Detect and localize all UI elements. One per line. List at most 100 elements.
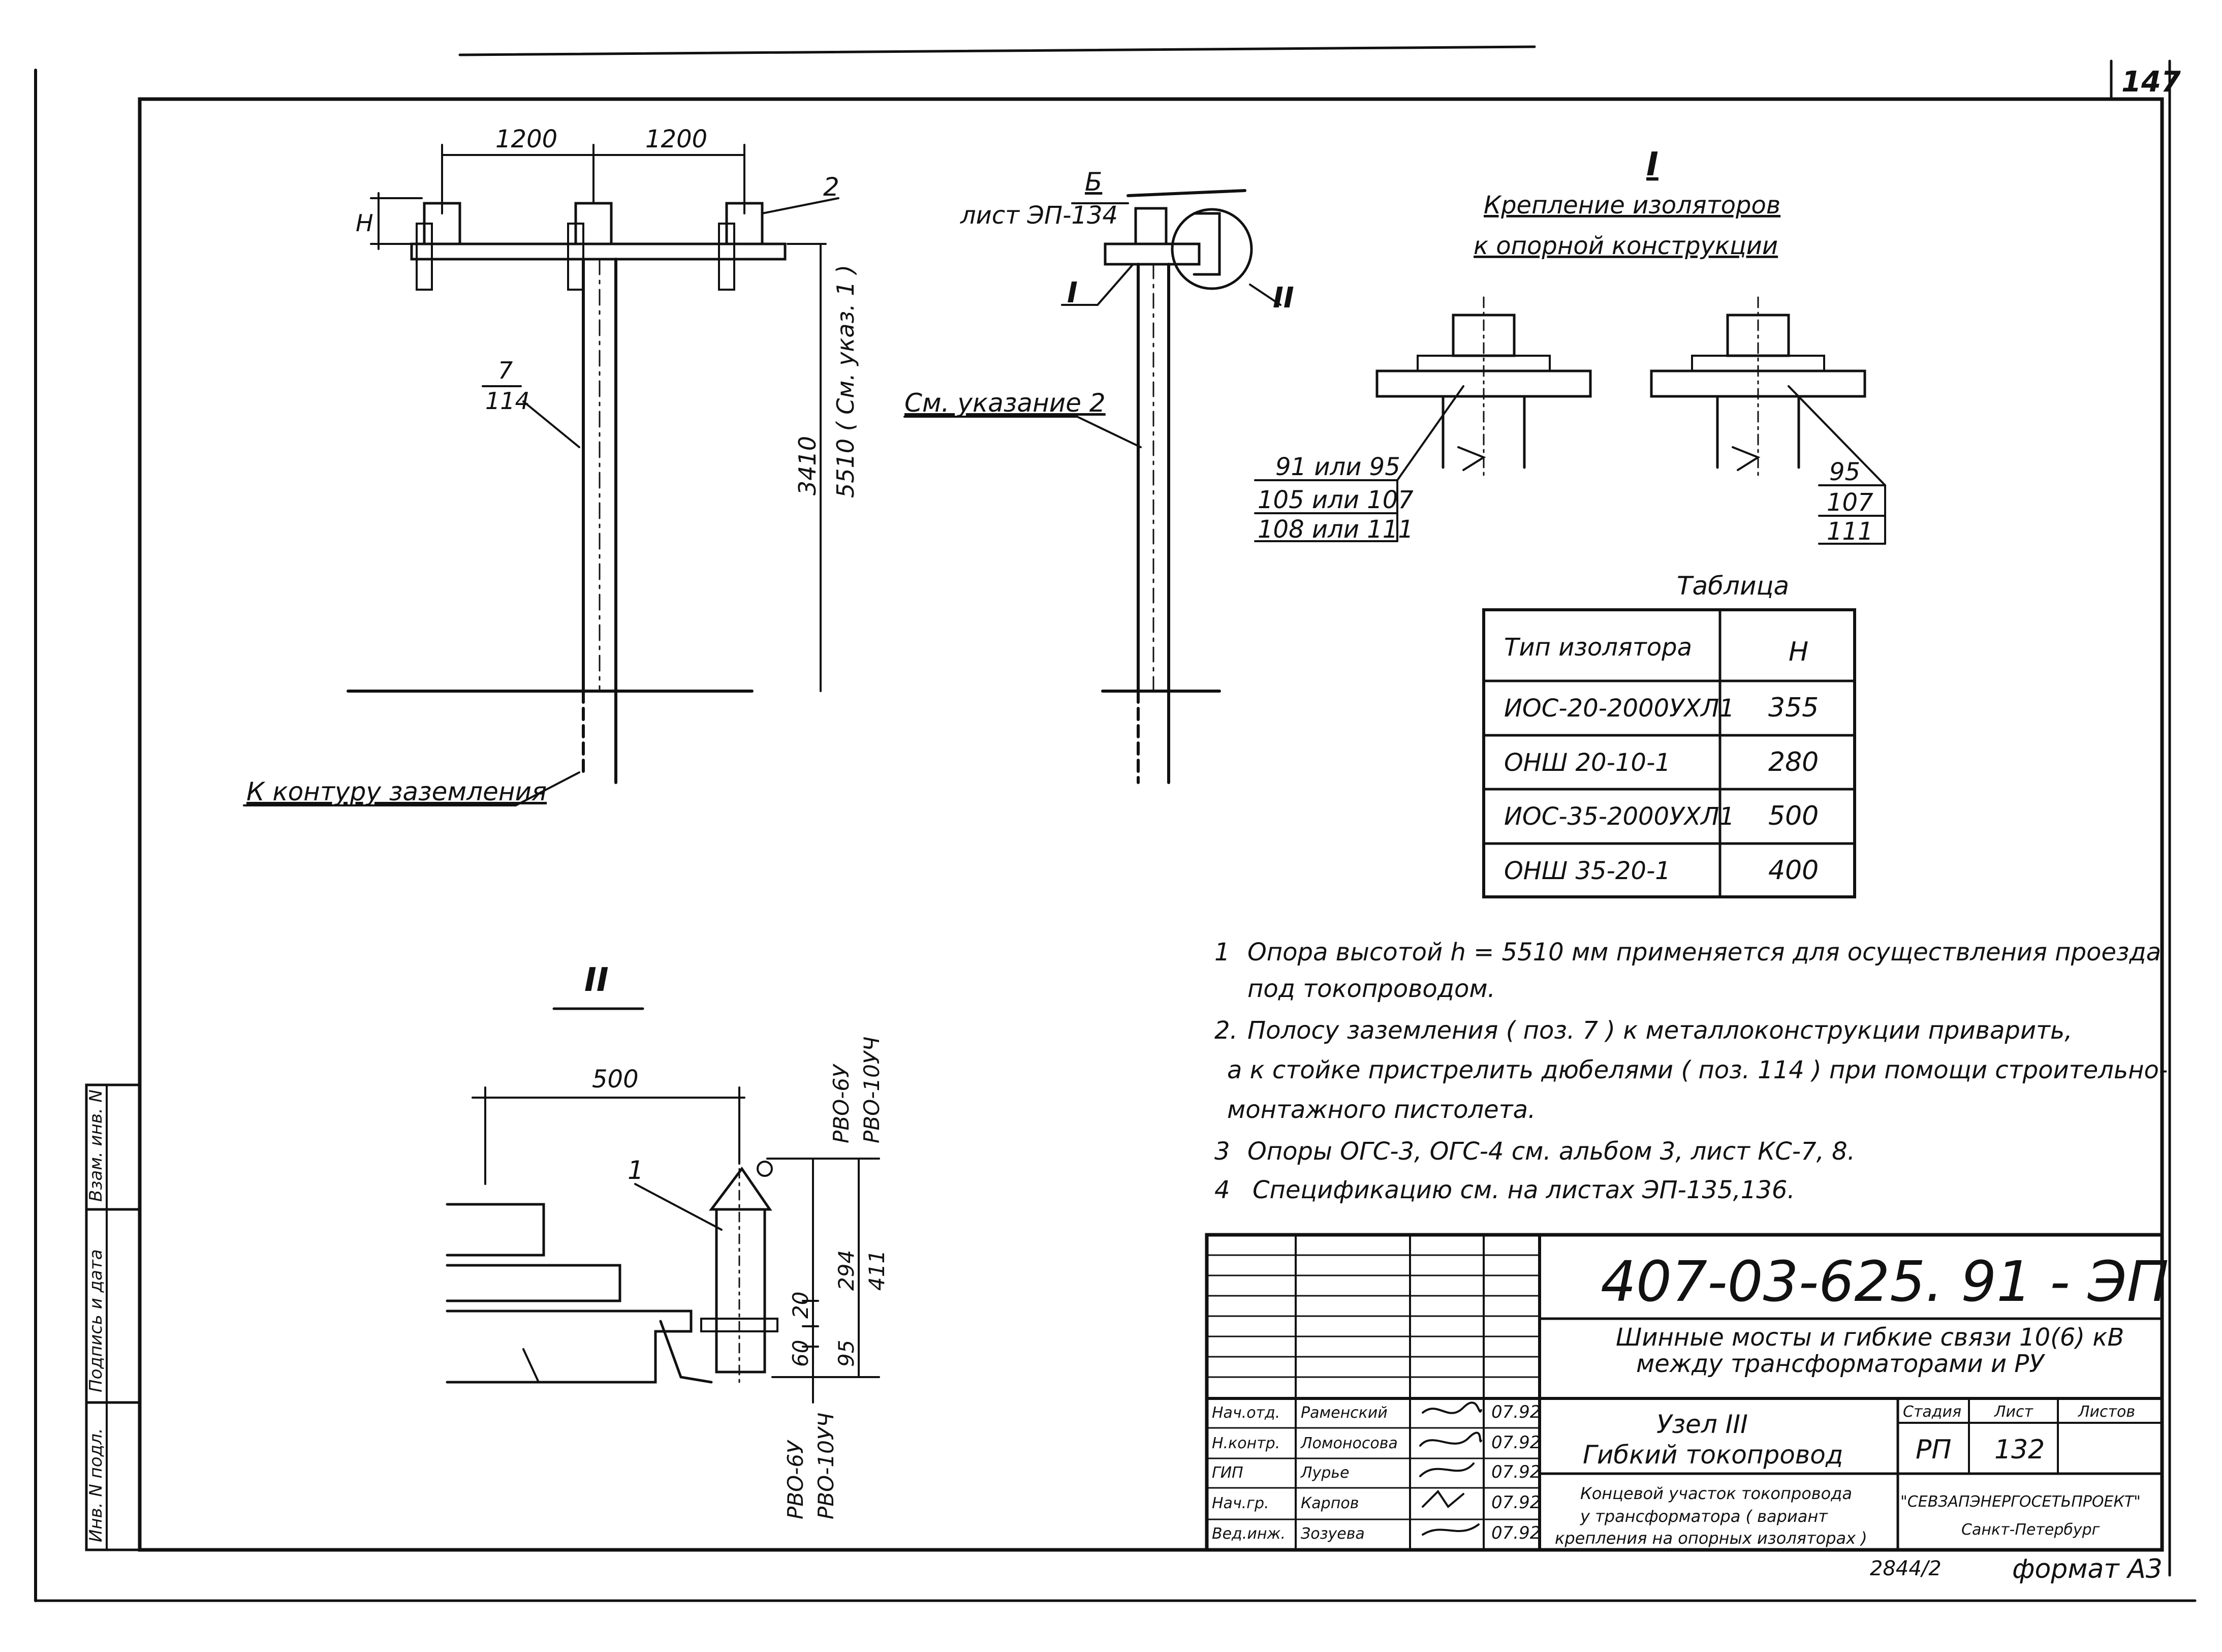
detail-ii-dim-60: 60	[788, 1340, 813, 1367]
sheet-desc-2: у трансформатора ( вариант	[1580, 1507, 1828, 1526]
side-stamp-inv: Инв. N подл.	[86, 1428, 106, 1542]
detail-ii-rvo-top-2: РВО-10УЧ	[859, 1037, 884, 1143]
sheets-header: Листов	[2078, 1403, 2135, 1421]
table-caption: Таблица	[1677, 571, 1789, 601]
role-5-name: Зозуева	[1301, 1525, 1365, 1543]
dim-1200-right: 1200	[645, 125, 707, 153]
note-2-line-1: Полосу заземления ( поз. 7 ) к металлоко…	[1247, 1016, 2073, 1045]
org-line-2: Санкт-Петербург	[1961, 1521, 2100, 1539]
table-row-3-h: 500	[1768, 801, 1819, 831]
side-stamp-replace: Взам. инв. N	[86, 1089, 106, 1202]
copy-number: 2844/2	[1870, 1557, 1942, 1580]
side-stamp	[85, 1083, 141, 1551]
table-row-3-type: ИОС-35-2000УХЛ1	[1504, 802, 1735, 831]
detail-i-right-label-1: 95	[1829, 458, 1860, 486]
role-3: ГИП	[1212, 1464, 1243, 1482]
role-5: Вед.инж.	[1212, 1525, 1286, 1543]
role-1-name: Раменский	[1301, 1404, 1388, 1422]
note-2-line-2: а к стойке пристрелить дюбелями ( поз. 1…	[1227, 1056, 2168, 1084]
item-2-label: 2	[823, 172, 839, 202]
detail-ii-dim-95: 95	[834, 1340, 859, 1367]
side-view-support	[903, 189, 1281, 784]
front-view-support	[243, 144, 839, 806]
stage-value: РП	[1916, 1435, 1951, 1465]
note-2-line-3: монтажного пистолета.	[1227, 1096, 1536, 1124]
role-2-name: Ломоносова	[1300, 1435, 1398, 1452]
detail-i-title-1: Крепление изоляторов	[1484, 191, 1780, 220]
sheet-desc-1: Концевой участок токопровода	[1580, 1484, 1852, 1503]
side-stamp-sign: Подпись и дата	[86, 1249, 106, 1392]
role-2: Н.контр.	[1212, 1435, 1280, 1452]
dim-h-label: H	[356, 209, 373, 237]
mark-i: I	[1067, 276, 1078, 309]
note-1-num: 1	[1214, 938, 1230, 967]
detail-ii-dim-500: 500	[592, 1065, 639, 1094]
role-3-name: Лурье	[1300, 1464, 1350, 1482]
title-block	[1205, 1233, 2164, 1552]
detail-ii-dim-20: 20	[788, 1292, 813, 1319]
item-7-label: 7	[498, 357, 513, 384]
table-header-h: H	[1789, 637, 1808, 667]
section-letter-b: Б	[1085, 167, 1102, 197]
detail-ii-drawing	[446, 1086, 880, 1404]
note-3-num: 3	[1214, 1137, 1230, 1166]
role-4-name: Карпов	[1301, 1494, 1359, 1512]
detail-ii-item-1: 1	[628, 1156, 644, 1185]
signatures	[1419, 1401, 1482, 1536]
grounding-label: К контуру заземления	[246, 777, 547, 806]
dim-1200-left: 1200	[495, 125, 557, 153]
detail-i-left-label-3: 108 или 111	[1258, 515, 1414, 544]
insulator-table	[1482, 608, 1856, 898]
project-line-1: Шинные мосты и гибкие связи 10(6) кВ	[1616, 1323, 2124, 1352]
role-1-date: 07.92	[1491, 1402, 1541, 1422]
role-3-date: 07.92	[1491, 1462, 1541, 1482]
role-2-date: 07.92	[1491, 1432, 1541, 1453]
role-4: Нач.гр.	[1212, 1494, 1269, 1512]
sheet-ref-ep134: лист ЭП-134	[960, 201, 1118, 230]
table-row-2-h: 280	[1768, 747, 1819, 777]
detail-i-right-label-2: 107	[1827, 488, 1873, 517]
note-3-line-1: Опоры ОГС-3, ОГС-4 см. альбом 3, лист КС…	[1247, 1137, 1855, 1166]
table-row-1-type: ИОС-20-2000УХЛ1	[1504, 694, 1735, 723]
role-1: Нач.отд.	[1212, 1404, 1280, 1422]
note-1-line-1: Опора высотой h = 5510 мм применяется дл…	[1247, 938, 2161, 967]
sheet-desc-3: крепления на опорных изоляторах )	[1555, 1529, 1867, 1548]
detail-i-mark: I	[1646, 146, 1658, 183]
mark-ii: II	[1273, 282, 1294, 315]
table-row-2-type: ОНШ 20-10-1	[1504, 749, 1671, 777]
role-4-date: 07.92	[1491, 1492, 1541, 1513]
detail-ii-rvo-bot-2: РВО-10УЧ	[813, 1413, 838, 1519]
note-1-line-2: под токопроводом.	[1247, 975, 1495, 1003]
dim-3410: 3410	[794, 436, 821, 495]
detail-ii-mark: II	[584, 961, 609, 999]
sheet-value: 132	[1994, 1435, 2045, 1465]
notes-block: 1 Опора высотой h = 5510 мм применяется …	[1214, 938, 2168, 1204]
format-label: формат А3	[2012, 1554, 2163, 1584]
doc-code: 407-03-625. 91 - ЭП	[1601, 1249, 2169, 1314]
detail-ii-rvo-top-1: РВО-6У	[829, 1064, 854, 1143]
detail-i-right-label-3: 111	[1827, 517, 1873, 546]
note-2-num: 2.	[1214, 1016, 1238, 1045]
stage-header: Стадия	[1903, 1403, 1961, 1421]
dim-5510: 5510 ( См. указ. 1 )	[832, 265, 859, 498]
item-114-label: 114	[485, 387, 530, 415]
node-line-2: Гибкий токопровод	[1583, 1440, 1843, 1470]
node-line-1: Узел III	[1656, 1410, 1748, 1439]
org-line-1: "СЕВЗАПЭНЕРГОСЕТЬПРОЕКТ"	[1900, 1493, 2141, 1511]
note-4-line-1: Спецификацию см. на листах ЭП-135,136.	[1253, 1176, 1795, 1204]
table-row-4-type: ОНШ 35-20-1	[1504, 857, 1671, 885]
detail-i-left-label-1: 91 или 95	[1275, 453, 1400, 481]
table-row-1-h: 355	[1768, 693, 1819, 723]
table-header-type: Тип изолятора	[1504, 633, 1692, 662]
detail-i-drawing	[1254, 296, 1886, 545]
detail-ii-dim-294: 294	[834, 1250, 859, 1291]
role-5-date: 07.92	[1491, 1523, 1541, 1543]
note-4-num: 4	[1214, 1176, 1230, 1204]
note-ref-2: См. указание 2	[904, 388, 1106, 418]
table-row-4-h: 400	[1768, 855, 1819, 886]
sheet-number: 147	[2121, 66, 2181, 99]
detail-i-title-2: к опорной конструкции	[1474, 232, 1778, 260]
sheet-header: Лист	[1994, 1403, 2034, 1421]
detail-i-left-label-2: 105 или 107	[1258, 486, 1414, 514]
